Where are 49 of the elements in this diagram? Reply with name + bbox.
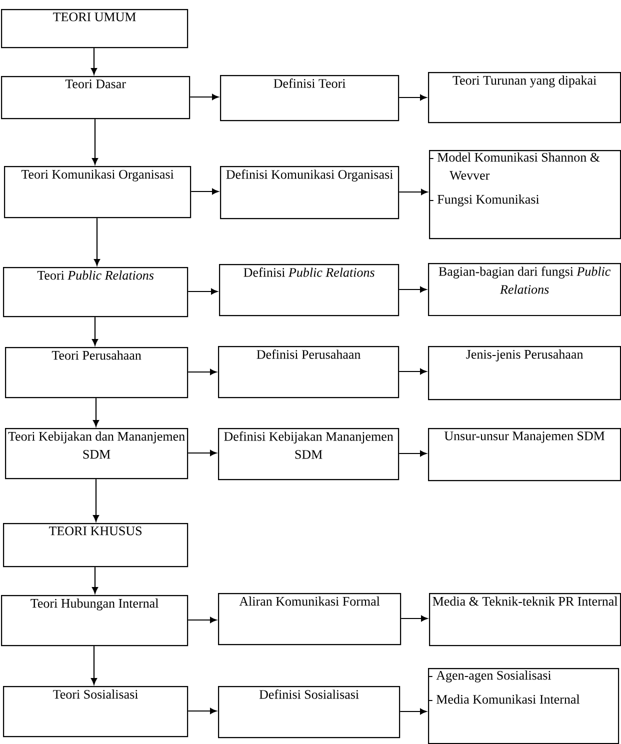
arrow — [94, 218, 100, 266]
list-item: - Agen-agen Sosialisasi — [429, 670, 552, 682]
process-box: Unsur-unsur Manajemen SDM — [428, 428, 621, 482]
arrow — [399, 188, 428, 196]
arrow — [399, 94, 427, 101]
list-box — [429, 150, 621, 240]
arrow — [188, 450, 217, 456]
process-box: Definisi Sosialisasi — [218, 686, 400, 738]
process-box: Teori Public Relations — [3, 267, 188, 318]
process-box: Teori Sosialisasi — [3, 686, 188, 738]
process-box: Bagian-bagian dari fungsi Public Relations — [428, 263, 621, 316]
list-item: - Fungsi Komunikasi — [430, 194, 540, 206]
arrow — [92, 119, 98, 165]
arrow — [188, 369, 217, 376]
arrow — [93, 479, 99, 522]
process-box: Definisi Perusahaan — [218, 346, 400, 398]
arrow — [91, 646, 97, 685]
process-box: Aliran Komunikasi Formal — [218, 593, 402, 646]
list-item: - Media Komunikasi Internal — [429, 694, 580, 704]
arrow — [188, 617, 217, 624]
arrow — [401, 616, 428, 622]
arrow — [92, 317, 98, 346]
list-box — [428, 668, 620, 744]
arrow — [92, 567, 98, 594]
arrow — [400, 708, 427, 715]
process-box: TEORI KHUSUS — [3, 523, 188, 568]
process-box: Definisi Public Relations — [219, 264, 400, 316]
arrow — [188, 708, 217, 714]
process-box: Definisi Komunikasi Organisasi — [220, 166, 400, 220]
process-box: TEORI UMUM — [1, 9, 188, 48]
process-box: Teori Turunan yang dipakai — [428, 72, 621, 124]
arrow — [91, 48, 97, 75]
arrow — [399, 368, 427, 375]
process-box: Teori Hubungan Internal — [1, 595, 188, 646]
process-box: Teori Komunikasi Organisasi — [4, 166, 192, 218]
arrow — [190, 94, 219, 100]
arrow — [188, 288, 218, 295]
process-box: Teori Dasar — [1, 76, 190, 120]
arrow — [93, 398, 99, 427]
process-box: Definisi Teori — [220, 75, 400, 122]
process-box: Teori Kebijakan dan Mananjemen SDM — [5, 428, 188, 480]
arrow — [191, 188, 219, 195]
process-box: Media & Teknik-teknik PR Internal — [429, 593, 621, 646]
process-box: Jenis-jenis Perusahaan — [428, 346, 621, 400]
list-item: - Model Komunikasi Shannon & Wevver — [430, 152, 600, 180]
process-box: Teori Perusahaan — [5, 347, 188, 398]
process-box: Definisi Kebijakan Mananjemen SDM — [218, 428, 400, 480]
arrow — [399, 450, 427, 457]
arrow — [399, 286, 427, 293]
